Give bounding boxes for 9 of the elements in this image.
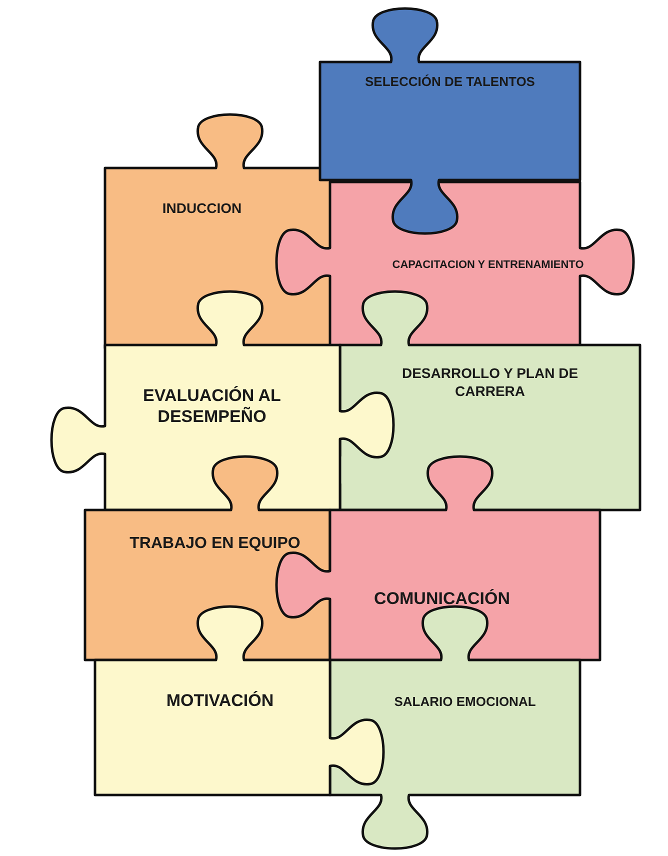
piece-label: INDUCCION: [161, 200, 243, 218]
piece-label: EVALUACIÓN AL DESEMPEÑO: [142, 385, 282, 428]
piece-label: TRABAJO EN EQUIPO: [128, 534, 302, 554]
piece-label: COMUNICACIÓN: [373, 588, 511, 610]
piece-label: DESARROLLO Y PLAN DE CARRERA: [400, 365, 580, 400]
piece-label: CAPACITACION Y ENTRENAMIENTO: [391, 259, 585, 273]
piece-label: SALARIO EMOCIONAL: [393, 694, 537, 710]
piece-label: SELECCIÓN DE TALENTOS: [364, 74, 536, 90]
piece-label: MOTIVACIÓN: [165, 690, 275, 712]
